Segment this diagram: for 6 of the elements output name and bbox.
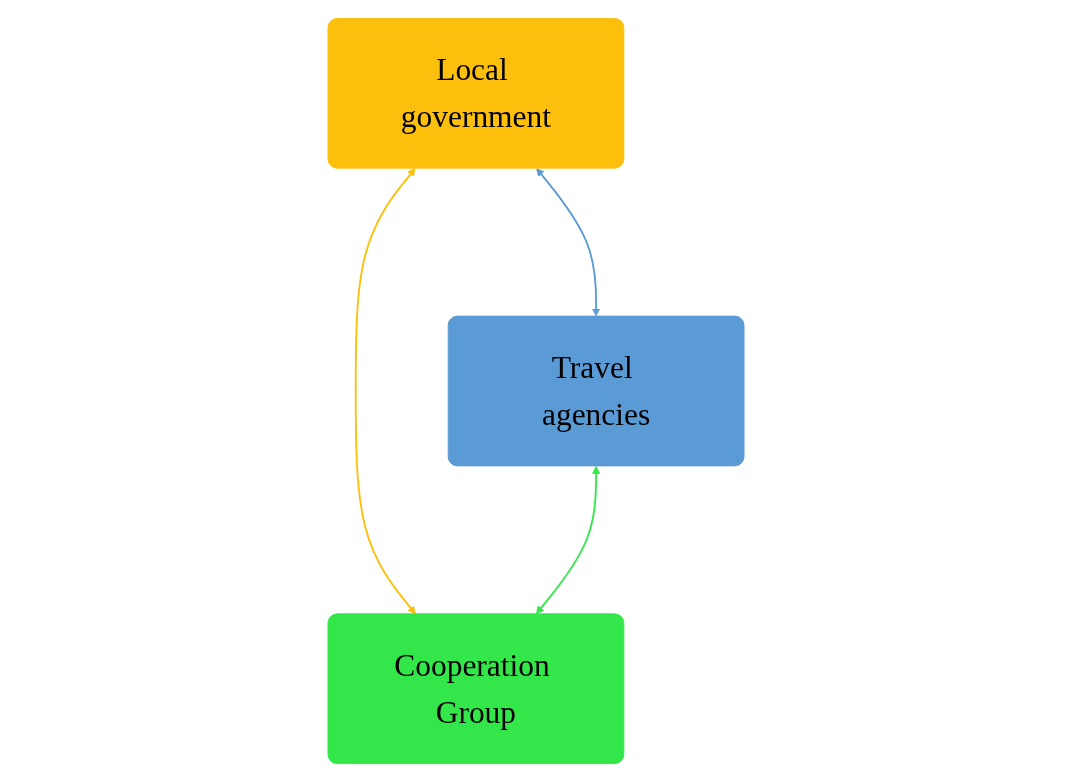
arrow bbox=[536, 465, 601, 615]
node-box: Travel agencies bbox=[447, 315, 745, 467]
arrow bbox=[354, 168, 416, 615]
arrow bbox=[536, 168, 601, 317]
node-box: Local government bbox=[327, 17, 625, 169]
node-box: Cooperation Group bbox=[327, 613, 625, 765]
